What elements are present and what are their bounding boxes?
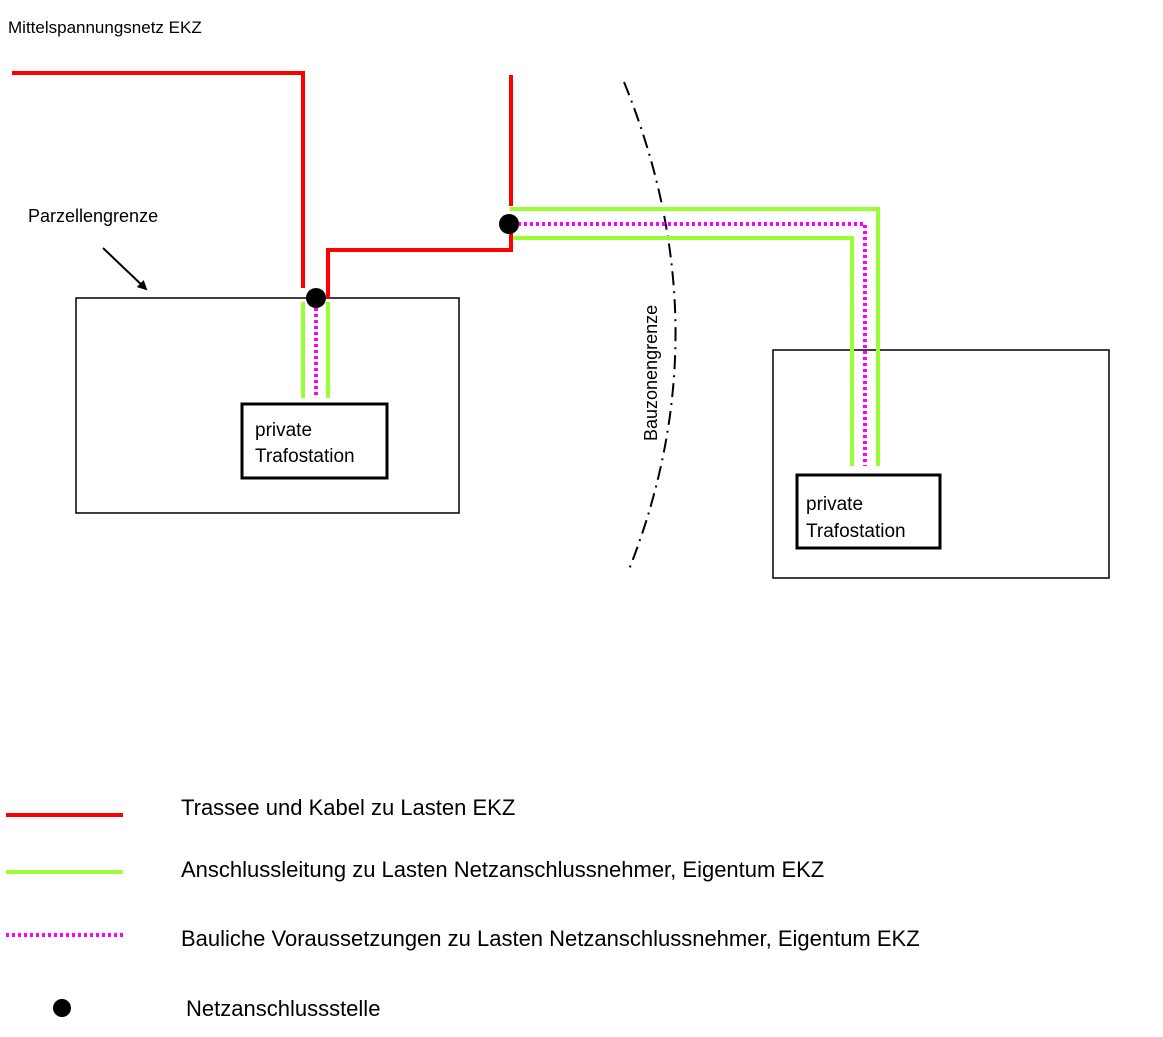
parcel-boundary-label: Parzellengrenze [28, 206, 158, 226]
legend-item-connection-point: Netzanschlussstelle [53, 996, 380, 1021]
legend-label: Bauliche Voraussetzungen zu Lasten Netza… [181, 926, 920, 951]
zone-boundary-label: Bauzonengrenze [641, 305, 661, 441]
station-label-line1: private [255, 420, 312, 441]
parcel-boundary-right [772, 349, 1110, 579]
station-label-line2: Trafostation [806, 521, 906, 542]
legend-item-connection-line: Anschlussleitung zu Lasten Netzanschluss… [6, 857, 824, 882]
structural-prereq-right [512, 222, 867, 466]
parcel-boundary-left [75, 297, 460, 514]
connection-line-right [510, 207, 880, 466]
diagram-title: Mittelspannungsnetz EKZ [8, 18, 202, 37]
legend-label: Trassee und Kabel zu Lasten EKZ [181, 795, 515, 820]
zone-boundary-line [623, 81, 677, 573]
parcel-boundary-arrow [102, 247, 148, 291]
medium-voltage-cable-connector [326, 232, 513, 298]
legend-item-route-cable: Trassee und Kabel zu Lasten EKZ [6, 795, 515, 820]
transformer-station-right: private Trafostation [795, 473, 942, 550]
connection-point-right [499, 214, 519, 234]
legend-swatch-black-dot [53, 999, 71, 1017]
connection-line-left [301, 302, 330, 398]
legend: Trassee und Kabel zu Lasten EKZ Anschlus… [6, 795, 920, 1021]
medium-voltage-cable-left [12, 71, 305, 288]
legend-label: Anschlussleitung zu Lasten Netzanschluss… [181, 857, 824, 882]
connection-point-left [306, 288, 326, 308]
station-label-line2: Trafostation [255, 446, 355, 467]
station-label-line1: private [806, 494, 863, 515]
legend-label: Netzanschlussstelle [186, 996, 380, 1021]
legend-item-structural-prereq: Bauliche Voraussetzungen zu Lasten Netza… [6, 926, 920, 951]
transformer-station-left: private Trafostation [240, 402, 389, 480]
